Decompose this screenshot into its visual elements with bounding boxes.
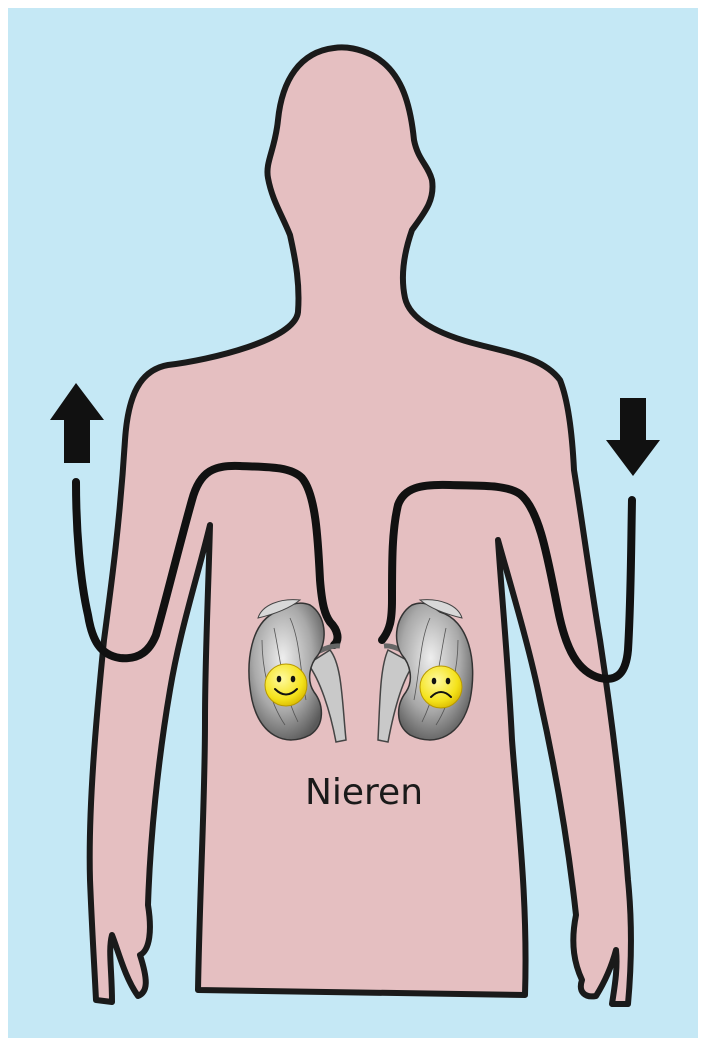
smiley-sad-icon <box>420 666 462 708</box>
kidney-label: Nieren <box>305 772 423 813</box>
smiley-happy-icon <box>265 664 307 706</box>
